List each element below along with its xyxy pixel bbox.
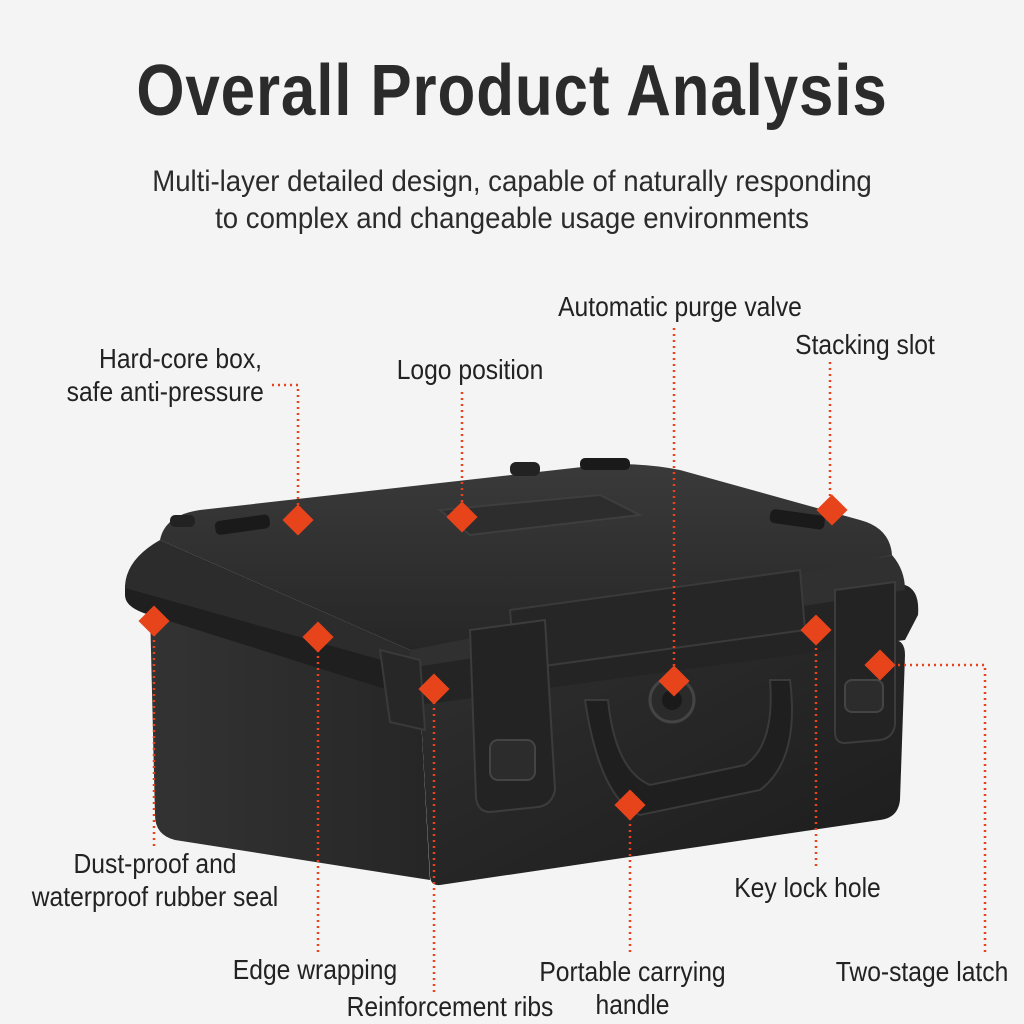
label-edge-wrapping: Edge wrapping xyxy=(232,954,398,985)
subtitle-line-1: Multi-layer detailed design, capable of … xyxy=(152,165,872,198)
label-key-lock-hole: Key lock hole xyxy=(734,872,881,903)
label-rubber-seal-line-1: Dust-proof and xyxy=(73,848,237,879)
case-shape xyxy=(125,458,919,886)
label-carrying-handle-line-1: Portable carrying xyxy=(539,956,726,987)
label-hard-core-box: Hard-core box, safe anti-pressure xyxy=(66,342,264,408)
label-hard-core-box-line-1: Hard-core box, xyxy=(99,343,262,374)
marker-reinforcement-ribs xyxy=(418,673,450,705)
leader-lines xyxy=(152,328,987,992)
label-rubber-seal: Dust-proof and waterproof rubber seal xyxy=(27,847,282,913)
marker-logo-position xyxy=(446,501,478,533)
marker-hard-core-box xyxy=(282,504,314,536)
label-carrying-handle-line-2: handle xyxy=(595,989,670,1020)
leader-hard-core-box xyxy=(272,383,300,520)
page-title: Overall Product Analysis xyxy=(136,51,888,131)
label-stacking-slot: Stacking slot xyxy=(795,329,935,360)
label-carrying-handle: Portable carrying handle xyxy=(534,955,732,1021)
marker-edge-wrapping xyxy=(302,621,334,653)
page-subtitle: Multi-layer detailed design, capable of … xyxy=(41,163,983,237)
subtitle-line-2: to complex and changeable usage environm… xyxy=(215,202,809,235)
label-logo-position: Logo position xyxy=(396,354,544,385)
label-two-stage-latch: Two-stage latch xyxy=(835,956,1009,987)
label-hard-core-box-line-2: safe anti-pressure xyxy=(66,376,264,407)
label-rubber-seal-line-2: waterproof rubber seal xyxy=(31,881,279,912)
label-purge-valve: Automatic purge valve xyxy=(558,291,802,322)
label-reinforcement-ribs: Reinforcement ribs xyxy=(346,991,554,1022)
